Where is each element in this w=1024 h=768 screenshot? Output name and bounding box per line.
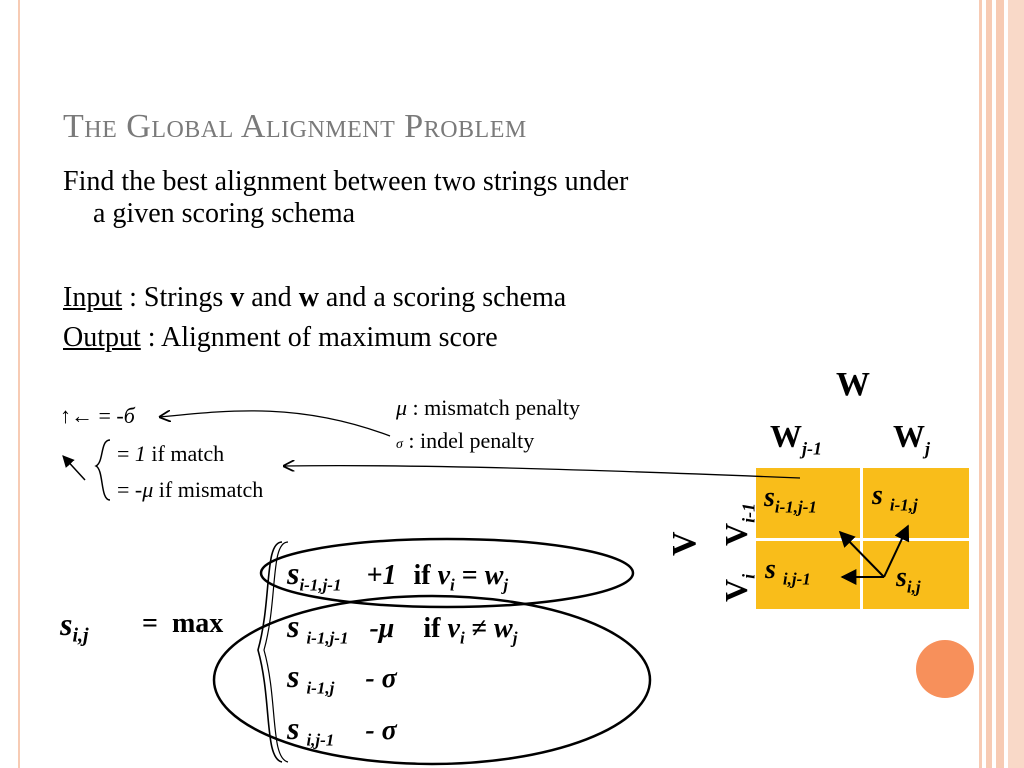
right-stripe-3: [996, 0, 1004, 768]
recurrence-row-2: s i-1,j-1 -μ if vi ≠ wj: [287, 608, 517, 649]
cell-br-text: si,j: [896, 562, 921, 598]
r2-wj: j: [512, 628, 518, 648]
right-stripe-1: [979, 0, 982, 768]
cell-tl-s: s: [764, 482, 775, 513]
r2-sub: i-1,j-1: [306, 628, 349, 648]
cell-top-left: [756, 468, 860, 538]
vi1-letter: V: [718, 522, 754, 546]
matrix-v-label: V: [666, 531, 703, 556]
input-text-b: and: [244, 282, 299, 313]
cell-bl-s: s: [765, 554, 776, 585]
output-line: Output : Alignment of maximum score: [63, 322, 498, 354]
output-text: : Alignment of maximum score: [140, 322, 498, 353]
r2-s: s: [287, 608, 300, 644]
recurrence-eq-max: = max: [142, 608, 224, 639]
sigma-legend: σ : indel penalty: [396, 428, 534, 454]
intro-line-2: a given scoring schema: [93, 198, 356, 229]
r3-sub: i-1,j: [306, 678, 335, 698]
left-border-line: [18, 0, 20, 768]
cell-tr-text: s i-1,j: [872, 480, 918, 516]
r2-op: ≠: [464, 613, 495, 644]
right-stripe-2: [986, 0, 992, 768]
r4-s: s: [287, 710, 300, 746]
matrix-vi1-label: Vi-1: [718, 503, 759, 546]
intro-line-1: Find the best alignment between two stri…: [63, 166, 629, 197]
cell-br-s: s: [896, 562, 907, 593]
r2-v: v: [447, 613, 460, 644]
r1-s: s: [287, 555, 300, 591]
hv-sigma: б: [123, 403, 135, 428]
wj1-letter: W: [770, 418, 802, 454]
matrix-vi-label: Vi: [718, 574, 759, 602]
wj-letter: W: [893, 418, 925, 454]
r1-v: v: [437, 560, 450, 591]
recurrence-row-3: s i-1,j - σ: [287, 658, 397, 699]
indel-score-line: ↑← = -б: [60, 403, 135, 429]
match-val: 1: [134, 441, 146, 466]
hv-eq: = -: [93, 403, 124, 428]
r2-if: if: [423, 613, 448, 644]
recurrence-row-4: s i,j-1 - σ: [287, 710, 397, 751]
lhs-sub: i,j: [72, 624, 89, 647]
matrix-w-label: W: [836, 366, 870, 403]
cell-tr-s: s: [872, 480, 883, 511]
cell-tl-text: si-1,j-1: [764, 482, 817, 518]
mismatch-text: if mismatch: [153, 477, 264, 502]
orange-circle-decoration: [916, 640, 974, 698]
input-text-c: and a scoring schema: [318, 282, 567, 313]
vi-letter: V: [718, 578, 754, 602]
r1-if: if: [413, 560, 438, 591]
mu-text: : mismatch penalty: [407, 395, 580, 420]
cell-top-right: [863, 468, 969, 538]
input-line: Input : Strings v and w and a scoring sc…: [63, 282, 566, 314]
r2-term: -μ: [369, 613, 395, 644]
input-text-a: : Strings: [122, 282, 231, 313]
sigma-symbol: σ: [396, 437, 403, 452]
mismatch-eq: = -: [117, 477, 143, 502]
lhs-s: s: [60, 606, 73, 642]
mu-symbol: μ: [396, 395, 408, 420]
output-label: Output: [63, 322, 141, 353]
match-text: if match: [145, 441, 225, 466]
right-stripe-4: [1008, 0, 1024, 768]
mu-legend: μ : mismatch penalty: [396, 395, 580, 421]
cell-bl-sub: i,j-1: [782, 569, 811, 589]
input-w: w: [298, 282, 319, 313]
cell-br-sub: i,j: [906, 577, 921, 597]
input-v: v: [230, 282, 245, 313]
r2-w: w: [494, 613, 513, 644]
wj-sub: j: [925, 438, 931, 459]
r1-sub: i-1,j-1: [299, 575, 342, 595]
cell-bl-text: s i,j-1: [765, 554, 811, 590]
matrix-wj-label: Wj: [893, 418, 930, 459]
cell-tr-sub: i-1,j: [889, 495, 918, 515]
recurrence-lhs: si,j: [60, 606, 89, 648]
r4-term: - σ: [365, 715, 397, 746]
r4-sub: i,j-1: [306, 730, 335, 750]
r1-op: =: [454, 560, 485, 591]
r1-term: +1: [366, 560, 397, 591]
r1-wj: j: [503, 575, 509, 595]
slide-title: The Global Alignment Problem: [63, 108, 527, 145]
match-score-line: = 1 if match: [117, 441, 224, 467]
recurrence-row-1: si-1,j-1 +1 if vi = wj: [287, 555, 508, 596]
r3-term: - σ: [365, 663, 397, 694]
r3-s: s: [287, 658, 300, 694]
wj1-sub: j-1: [802, 438, 822, 459]
sigma-text: : indel penalty: [402, 428, 535, 453]
mismatch-score-line: = -μ if mismatch: [117, 477, 263, 503]
match-eq: =: [117, 441, 135, 466]
hv-arrows: ↑←: [60, 403, 93, 428]
cell-tl-sub: i-1,j-1: [774, 497, 817, 517]
input-label: Input: [63, 282, 123, 313]
mismatch-val: μ: [142, 477, 154, 502]
matrix-wj1-label: Wj-1: [770, 418, 822, 459]
r1-w: w: [484, 560, 504, 591]
